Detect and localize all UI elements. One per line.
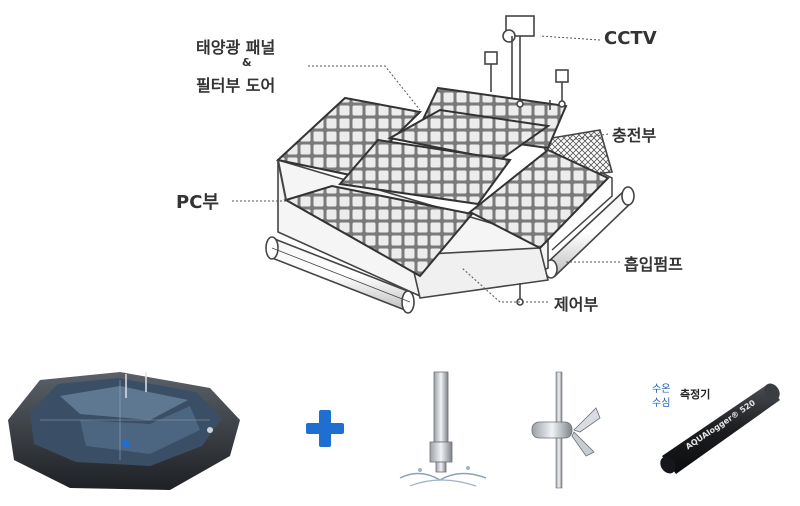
label-control: 제어부 — [554, 295, 599, 314]
label-pc: PC부 — [176, 192, 219, 213]
leader-solar — [308, 65, 421, 111]
label-solar-panel: 태양광 패널 — [196, 38, 276, 57]
label-filter-door: 필터부 도어 — [196, 76, 276, 95]
label-charging: 충전부 — [612, 126, 657, 145]
label-cctv: CCTV — [604, 28, 657, 49]
platform-diagram — [265, 15, 635, 314]
aqualogger-device — [660, 383, 780, 474]
leader-charging — [569, 133, 609, 141]
sensor-label-main: 측정기 — [680, 388, 711, 401]
label-ampersand: & — [242, 56, 252, 69]
barge-photo — [8, 372, 240, 490]
left-pontoon — [265, 236, 415, 314]
leader-lines — [232, 35, 620, 303]
control-box — [409, 247, 549, 299]
cctv-mast — [484, 15, 569, 108]
solar-panels — [275, 86, 610, 278]
label-suction-pump: 흡입펌프 — [624, 255, 683, 274]
sensor-label-depth: 수심 — [652, 398, 671, 409]
sensor-label-temp: 수온 — [652, 384, 671, 395]
pump-propeller — [531, 371, 601, 489]
leader-control — [461, 267, 548, 303]
leader-cctv — [539, 35, 601, 41]
plus-icon — [306, 410, 344, 447]
pump-vertical — [399, 371, 487, 487]
